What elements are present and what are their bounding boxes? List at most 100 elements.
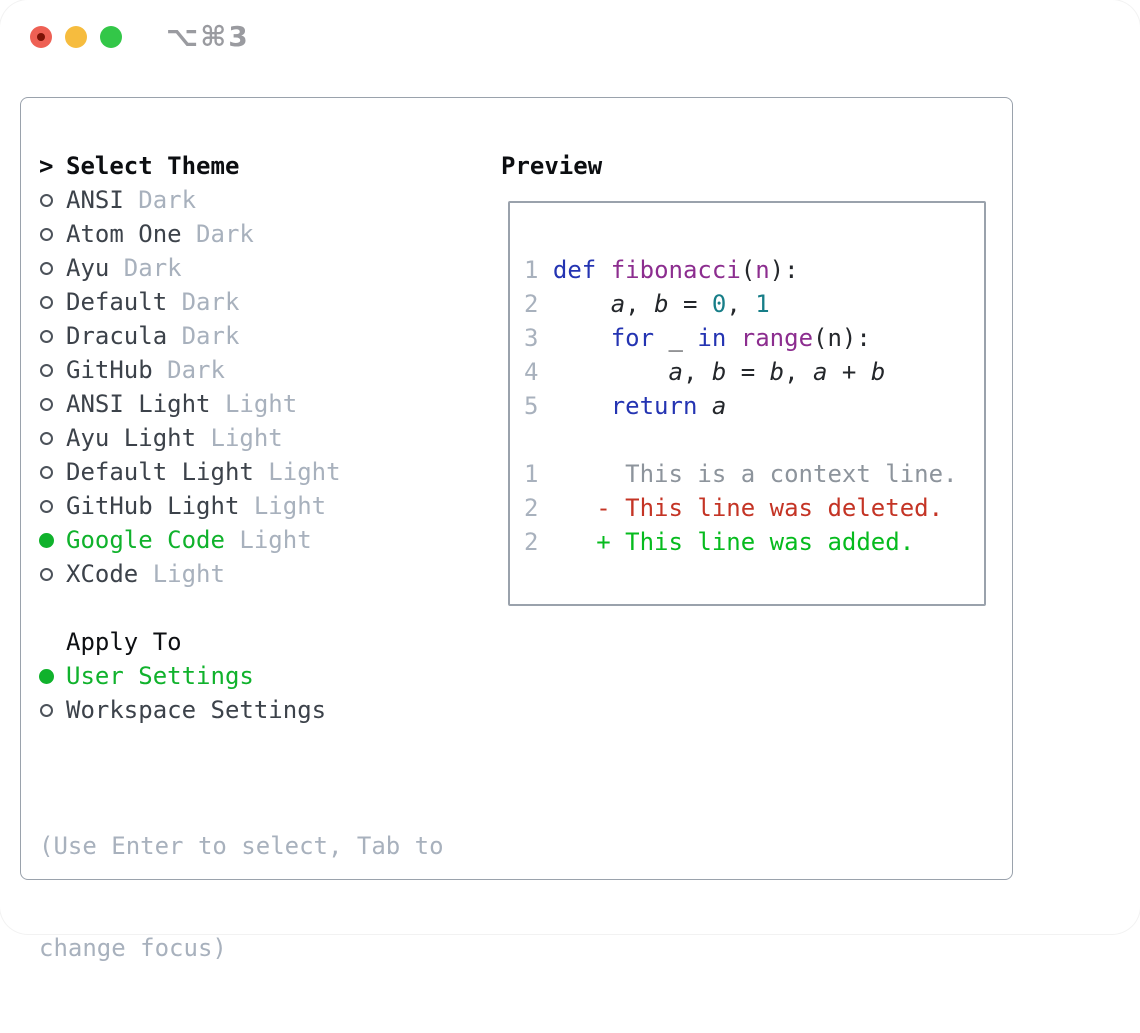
theme-option-variant: Light bbox=[138, 560, 225, 588]
theme-option[interactable]: ANSI Light Light bbox=[39, 387, 341, 421]
traffic-lights bbox=[30, 26, 122, 48]
code-segment bbox=[553, 392, 611, 420]
theme-option-variant: Dark bbox=[181, 220, 254, 248]
code-segment bbox=[596, 256, 610, 284]
close-button[interactable] bbox=[30, 26, 52, 48]
code-segment bbox=[553, 324, 611, 352]
code-segment: + This line was added. bbox=[552, 528, 915, 556]
theme-option[interactable]: GitHub Light Light bbox=[39, 489, 341, 523]
radio-icon bbox=[40, 295, 53, 309]
code-segment bbox=[553, 290, 611, 318]
code-segment: range bbox=[740, 324, 814, 352]
apply-to-header-row: Apply To bbox=[39, 625, 326, 659]
code-segment: , bbox=[784, 358, 814, 386]
theme-option-variant: Dark bbox=[109, 254, 182, 282]
theme-option[interactable]: ANSI Dark bbox=[39, 183, 341, 217]
theme-option-variant: Light bbox=[253, 458, 341, 486]
line-number: 3 bbox=[524, 324, 553, 352]
code-segment: def bbox=[552, 256, 597, 284]
theme-option-variant: Dark bbox=[123, 186, 197, 214]
line-number: 1 bbox=[524, 460, 553, 488]
theme-option-name: ANSI bbox=[66, 186, 124, 214]
line-number: 2 bbox=[524, 290, 553, 318]
apply-option-label: Workspace Settings bbox=[66, 696, 327, 724]
zoom-button[interactable] bbox=[100, 26, 122, 48]
radio-icon bbox=[40, 397, 53, 411]
minimize-button[interactable] bbox=[65, 26, 87, 48]
preview-title: Preview bbox=[501, 152, 603, 180]
theme-option[interactable]: Ayu Light Light bbox=[39, 421, 341, 455]
code-segment: in bbox=[697, 324, 727, 352]
radio-icon bbox=[40, 465, 53, 479]
code-segment: return bbox=[610, 392, 698, 420]
code-line: 5 return a bbox=[524, 389, 984, 423]
apply-to-title: Apply To bbox=[66, 628, 182, 656]
code-segment: b bbox=[870, 358, 886, 386]
theme-option[interactable]: Atom One Dark bbox=[39, 217, 341, 251]
code-segment: b bbox=[769, 358, 785, 386]
code-segment: (n): bbox=[813, 324, 871, 352]
theme-option-name: Default bbox=[66, 288, 168, 316]
theme-option-name: Google Code bbox=[66, 526, 225, 554]
code-segment: for bbox=[610, 324, 655, 352]
theme-option-name: Dracula bbox=[66, 322, 168, 350]
code-segment: + bbox=[827, 358, 871, 386]
code-segment: , bbox=[682, 358, 712, 386]
theme-option-variant: Dark bbox=[167, 288, 240, 316]
line-number: 2 bbox=[524, 528, 553, 556]
theme-option[interactable]: Ayu Dark bbox=[39, 251, 341, 285]
theme-option-name: Default Light bbox=[66, 458, 254, 486]
theme-option[interactable]: GitHub Dark bbox=[39, 353, 341, 387]
apply-option-label: User Settings bbox=[66, 662, 254, 690]
code-line: 2 + This line was added. bbox=[524, 525, 984, 559]
radio-icon bbox=[40, 193, 53, 207]
code-segment: a bbox=[610, 290, 626, 318]
apply-option[interactable]: Workspace Settings bbox=[39, 693, 326, 727]
code-segment bbox=[553, 358, 669, 386]
header-spacer bbox=[39, 635, 54, 650]
apply-option[interactable]: User Settings bbox=[39, 659, 326, 693]
hint-line: change focus) bbox=[39, 934, 227, 962]
theme-picker-header-row: > Select Theme bbox=[39, 149, 341, 183]
code-line: 2 a, b = 0, 1 bbox=[524, 287, 984, 321]
theme-option[interactable]: XCode Light bbox=[39, 557, 341, 591]
code-segment: ( bbox=[740, 256, 756, 284]
code-segment: , bbox=[625, 290, 655, 318]
radio-icon bbox=[40, 261, 53, 275]
radio-icon bbox=[40, 431, 53, 445]
code-segment: _ bbox=[654, 324, 698, 352]
radio-icon bbox=[40, 499, 53, 513]
radio-icon bbox=[40, 363, 53, 377]
code-segment: This is a context line. bbox=[552, 460, 958, 488]
theme-option-variant: Dark bbox=[152, 356, 225, 384]
code-segment: b bbox=[654, 290, 669, 318]
code-segment: a bbox=[711, 392, 727, 420]
code-line: 1 This is a context line. bbox=[524, 457, 984, 491]
code-segment: ): bbox=[769, 256, 799, 284]
theme-option[interactable]: Default Dark bbox=[39, 285, 341, 319]
theme-option[interactable]: Google Code Light bbox=[39, 523, 341, 557]
radio-selected-icon bbox=[39, 668, 54, 684]
code-line: 4 a, b = b, a + b bbox=[524, 355, 984, 389]
theme-option-variant: Light bbox=[239, 492, 327, 520]
code-segment: fibonacci bbox=[610, 256, 741, 284]
theme-option-name: GitHub bbox=[66, 356, 153, 384]
theme-picker-title: Select Theme bbox=[66, 152, 240, 180]
theme-option[interactable]: Default Light Light bbox=[39, 455, 341, 489]
code-segment bbox=[697, 392, 711, 420]
theme-option[interactable]: Dracula Dark bbox=[39, 319, 341, 353]
theme-option-variant: Light bbox=[224, 526, 312, 554]
radio-icon bbox=[40, 329, 53, 343]
code-segment: 0 bbox=[711, 290, 727, 318]
line-number: 5 bbox=[524, 392, 553, 420]
code-segment: a bbox=[813, 358, 828, 386]
hint-text: (Use Enter to select, Tab to change focu… bbox=[39, 761, 444, 1033]
line-number: 4 bbox=[524, 358, 553, 386]
theme-option-name: Atom One bbox=[66, 220, 182, 248]
hint-line: (Use Enter to select, Tab to bbox=[39, 832, 444, 860]
